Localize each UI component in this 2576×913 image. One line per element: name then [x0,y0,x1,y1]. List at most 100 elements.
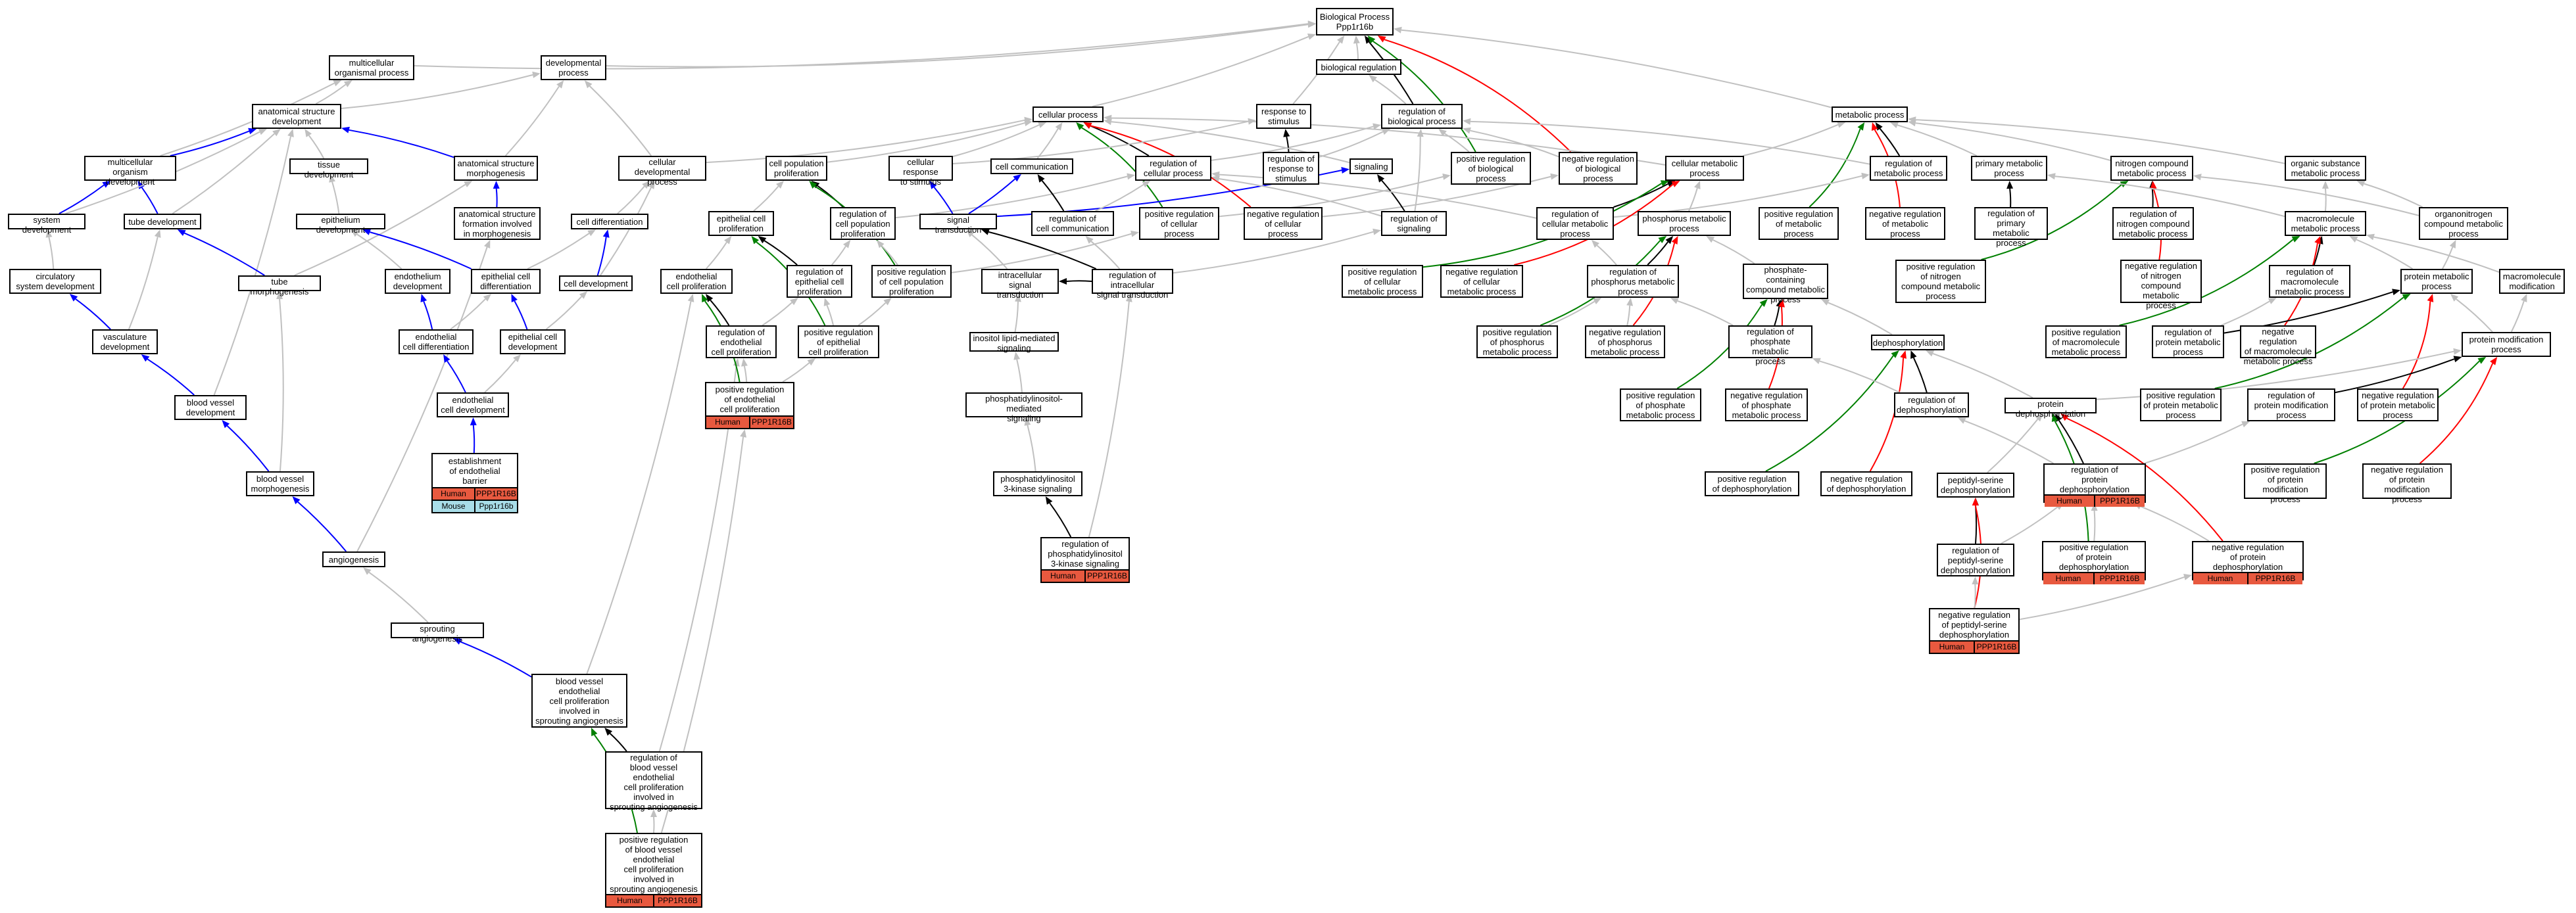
go-term-node-negregprotmod[interactable]: negative regulation of protein modificat… [2362,463,2452,504]
go-term-node-regmacro[interactable]: regulation of macromolecule metabolic pr… [2269,265,2350,298]
go-term-node-phoscont[interactable]: phosphate-containing compound metabolic … [1743,264,1828,304]
go-term-node-regncomp[interactable]: regulation of nitrogen compound metaboli… [2112,207,2194,240]
go-term-node-tubedev[interactable]: tube development [124,214,201,229]
go-term-node-sysdev[interactable]: system development [8,214,85,235]
go-term-node-negregcp[interactable]: negative regulation of cellular process [1244,207,1323,240]
go-term-node-regprotmet[interactable]: regulation of protein metabolic process [2152,325,2224,358]
go-term-node-negregprotdephos[interactable]: negative regulation of protein dephospho… [2192,541,2304,584]
go-term-node-macromet[interactable]: macromolecule metabolic process [2285,211,2366,236]
go-term-node-anat[interactable]: anatomical structure development [252,104,341,129]
go-term-node-multidev[interactable]: multicellular organism development [84,156,176,187]
go-term-node-pipmed[interactable]: phosphatidylinositol-mediated signaling [965,392,1082,423]
go-term-node-regintrasig[interactable]: regulation of intracellular signal trans… [1092,269,1173,300]
go-term-node-tissue[interactable]: tissue development [289,158,368,179]
go-term-node-posregmacro[interactable]: positive regulation of macromolecule met… [2045,325,2127,358]
go-term-node-regphosphate[interactable]: regulation of phosphate metabolic proces… [1728,325,1812,366]
go-term-node-negregdephos[interactable]: negative regulation of dephosphorylation [1820,471,1912,496]
go-term-node-cellcomm[interactable]: cell communication [990,158,1073,174]
go-term-node-epicelldev[interactable]: epithelial cell development [500,329,566,354]
go-term-node-negregbp[interactable]: negative regulation of biological proces… [1559,152,1638,185]
go-term-node-regsig[interactable]: regulation of signaling [1381,211,1447,236]
go-term-node-phosmet[interactable]: phosphorus metabolic process [1638,211,1731,236]
go-term-node-celldevl[interactable]: cell development [559,275,633,291]
go-term-node-circ[interactable]: circulatory system development [9,269,101,294]
go-term-node-negregpepser[interactable]: negative regulation of peptidyl-serine d… [1929,608,2020,654]
go-term-node-endocelldiff[interactable]: endothelial cell differentiation [399,329,474,354]
go-term-node-posregbvendoprol[interactable]: positive regulation of blood vessel endo… [605,833,702,908]
go-term-node-sprout[interactable]: sprouting angiogenesis [391,622,484,644]
go-term-node-protdephos[interactable]: protein dephosphorylation [2005,398,2097,419]
go-term-node-posregcp[interactable]: positive regulation of cellular process [1139,207,1219,240]
go-term-node-bvmorph[interactable]: blood vessel morphogenesis [246,471,314,496]
go-term-node-regpi3k[interactable]: regulation of phosphatidylinositol 3-kin… [1040,537,1130,583]
go-term-node-posregphosmet[interactable]: positive regulation of phosphorus metabo… [1476,325,1558,358]
go-term-node-pi3k[interactable]: phosphatidylinositol 3-kinase signaling [993,471,1082,496]
go-term-node-signaling[interactable]: signaling [1349,158,1393,174]
go-term-node-regprotmod[interactable]: regulation of protein modification proce… [2247,388,2335,421]
go-term-node-regcellcomm[interactable]: regulation of cell communication [1031,211,1114,236]
go-term-node-regprimmet[interactable]: regulation of primary metabolic process [1974,207,2048,248]
go-term-node-resp[interactable]: response to stimulus [1256,104,1311,129]
go-term-node-negregprotmet[interactable]: negative regulation of protein metabolic… [2357,388,2439,421]
go-term-node-breg[interactable]: biological regulation [1316,59,1401,75]
go-term-node-celldiff[interactable]: cell differentiation [571,214,648,229]
go-term-node-regcp[interactable]: regulation of cellular process [1135,156,1211,181]
go-term-node-macromod[interactable]: macromolecule modification [2499,269,2565,294]
go-term-node-negregncomp[interactable]: negative regulation of nitrogen compound… [2120,260,2202,310]
go-term-node-anatmorph[interactable]: anatomical structure morphogenesis [454,156,538,181]
go-term-node-sigtrans[interactable]: signal transduction [919,214,997,235]
go-term-node-bvdev[interactable]: blood vessel development [174,395,247,420]
go-term-node-posregdephos[interactable]: positive regulation of dephosphorylation [1705,471,1799,496]
go-term-node-posregcellmet[interactable]: positive regulation of cellular metaboli… [1342,265,1423,298]
go-term-node-posregprotdephos[interactable]: positive regulation of protein dephospho… [2042,541,2146,584]
go-term-node-bp[interactable]: Biological Process Ppp1r16b [1316,8,1394,35]
go-term-node-orgsub[interactable]: organic substance metabolic process [2285,156,2366,181]
go-term-node-posregmet[interactable]: positive regulation of metabolic process [1759,207,1839,240]
go-term-node-metab[interactable]: metabolic process [1832,106,1908,122]
go-term-node-regpepser[interactable]: regulation of peptidyl-serine dephosphor… [1937,544,2014,576]
go-term-node-negregmacro[interactable]: negative regulation of macromolecule met… [2240,325,2316,366]
go-term-node-posregendoprol[interactable]: positive regulation of endothelial cell … [705,382,794,429]
go-term-node-negregphosphate[interactable]: negative regulation of phosphate metabol… [1725,388,1808,421]
go-term-node-multi[interactable]: multicellular organismal process [329,55,414,80]
go-term-node-regdephos[interactable]: regulation of dephosphorylation [1894,392,1969,417]
go-term-node-regresp[interactable]: regulation of response to stimulus [1263,152,1319,185]
go-term-node-angio[interactable]: angiogenesis [322,551,385,567]
go-term-node-posregbp[interactable]: positive regulation of biological proces… [1451,152,1531,185]
go-term-node-regbp[interactable]: regulation of biological process [1381,104,1463,129]
go-term-node-posregncomp[interactable]: positive regulation of nitrogen compound… [1895,260,1986,303]
go-term-node-inositol[interactable]: inositol lipid-mediated signaling [969,332,1059,353]
go-term-node-posregcellpop[interactable]: positive regulation of cell population p… [871,265,952,298]
go-term-node-pepser[interactable]: peptidyl-serine dephosphorylation [1937,473,2014,498]
go-term-node-epicelldiff[interactable]: epithelial cell differentiation [471,269,541,294]
go-term-node-tubemorph[interactable]: tube morphogenesis [238,275,321,296]
go-term-node-bvendoprol[interactable]: blood vessel endothelial cell proliferat… [531,674,627,728]
go-term-node-posregphosphate[interactable]: positive regulation of phosphate metabol… [1620,388,1701,421]
go-term-node-regmet[interactable]: regulation of metabolic process [1870,156,1947,181]
go-term-node-dephos[interactable]: dephosphorylation [1871,335,1945,350]
go-term-node-regcellpop[interactable]: regulation of cell population proliferat… [830,207,896,240]
go-term-node-negregcellmet[interactable]: negative regulation of cellular metaboli… [1440,265,1523,298]
go-term-node-endoprol[interactable]: endothelial cell proliferation [660,269,733,294]
go-term-node-cellproc[interactable]: cellular process [1033,106,1104,122]
go-term-node-primmet[interactable]: primary metabolic process [1971,156,2047,181]
go-term-node-epiprol[interactable]: epithelial cell proliferation [708,211,774,236]
go-term-node-intrasig[interactable]: intracellular signal transduction [981,269,1059,300]
go-term-node-regepiprol[interactable]: regulation of epithelial cell proliferat… [787,265,852,298]
go-term-node-protmod[interactable]: protein modification process [2462,332,2551,357]
go-term-node-celldevp[interactable]: cellular developmental process [618,156,706,187]
go-term-node-posregprotmod[interactable]: positive regulation of protein modificat… [2244,463,2327,504]
go-term-node-epidev[interactable]: epithelium development [296,214,385,235]
go-term-node-orgnit[interactable]: organonitrogen compound metabolic proces… [2419,207,2508,240]
go-term-node-endocelldev[interactable]: endothelial cell development [437,392,509,417]
go-term-node-anatform[interactable]: anatomical structure formation involved … [454,207,541,240]
go-term-node-regcellmet[interactable]: regulation of cellular metabolic process [1536,207,1614,240]
go-term-node-posregprotmet[interactable]: positive regulation of protein metabolic… [2140,388,2222,421]
go-term-node-cellmet[interactable]: cellular metabolic process [1665,156,1744,181]
go-term-node-ncomp[interactable]: nitrogen compound metabolic process [2110,156,2193,181]
go-term-node-endodev[interactable]: endothelium development [385,269,450,294]
go-term-node-vasc[interactable]: vasculature development [92,329,158,354]
go-term-node-cellresp[interactable]: cellular response to stimulus [888,156,953,187]
